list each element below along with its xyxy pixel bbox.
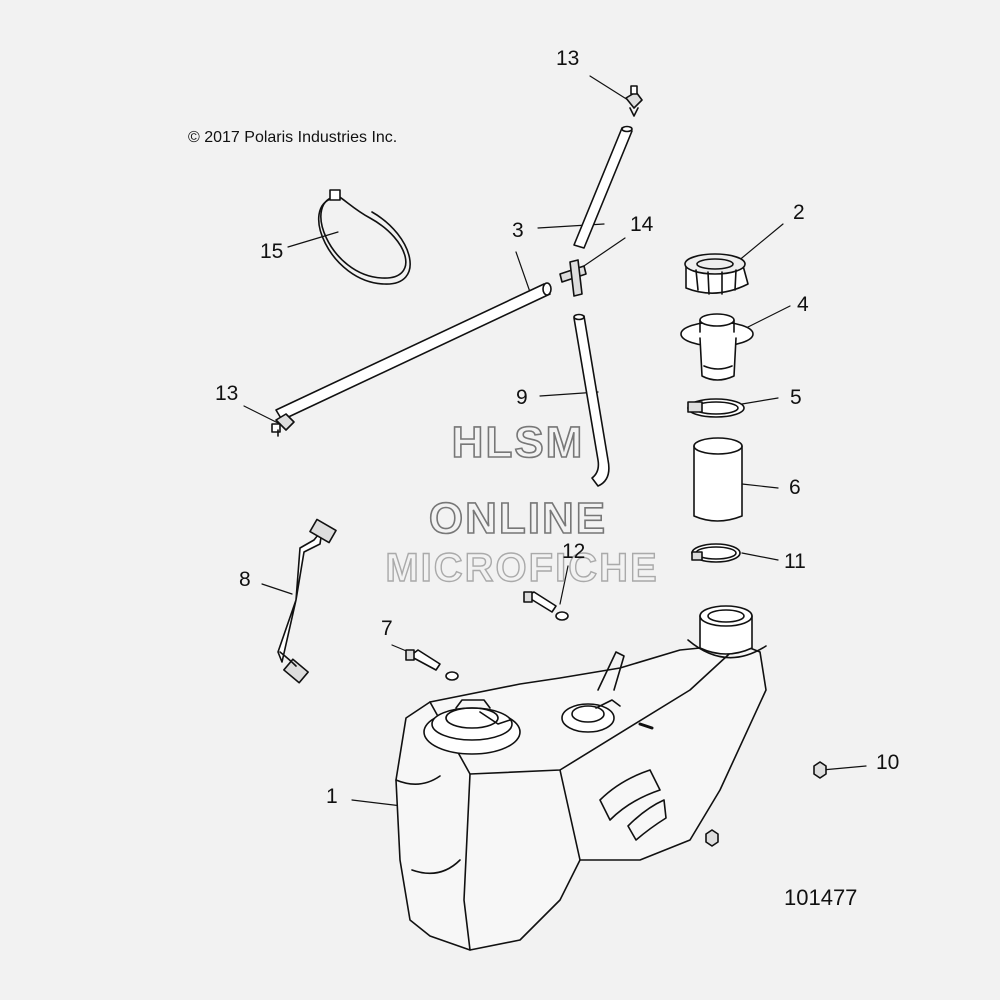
callout-6: 6 [789,476,801,499]
callout-13-left: 13 [215,382,239,405]
part-2-fuel-cap [684,253,749,295]
callout-15: 15 [260,240,284,263]
callout-4: 4 [797,293,809,316]
callout-5: 5 [790,386,802,409]
part-13-vent-valve-left [271,413,295,437]
callout-8: 8 [239,568,251,591]
part-14-tee-fitting [559,259,587,297]
callout-12: 12 [562,540,586,563]
callout-9: 9 [516,386,528,409]
part-12-bolt-washer [523,591,569,621]
part-7-bolt-washer [405,649,459,681]
part-13-vent-valve-top [625,85,643,117]
part-15-strap [317,189,411,285]
part-11-hose-clamp [691,543,741,563]
watermark-line-2: ONLINE [428,493,608,544]
copyright-text: © 2017 Polaris Industries Inc. [188,129,398,146]
part-1-fuel-tank [395,605,767,951]
watermark-line-1: HLSM [451,417,585,468]
part-3-long-hose [275,282,552,421]
callout-3: 3 [512,219,524,242]
part-6-sleeve [693,437,743,522]
diagram-number: 101477 [784,885,858,910]
callout-13-top: 13 [556,47,580,70]
callout-2: 2 [793,201,805,224]
part-4-filler-neck [680,313,754,381]
part-8-fuel-line [277,518,337,684]
callout-10: 10 [876,751,900,774]
callout-11: 11 [784,550,806,573]
part-3-upper-hose [573,125,633,249]
callout-1: 1 [326,785,338,808]
part-9-bent-hose [573,313,610,487]
callout-14: 14 [630,213,654,236]
watermark-line-3: MICROFICHE [385,545,659,590]
callout-7: 7 [381,617,393,640]
part-10-nut [813,761,827,779]
part-5-hose-clamp [687,398,745,418]
